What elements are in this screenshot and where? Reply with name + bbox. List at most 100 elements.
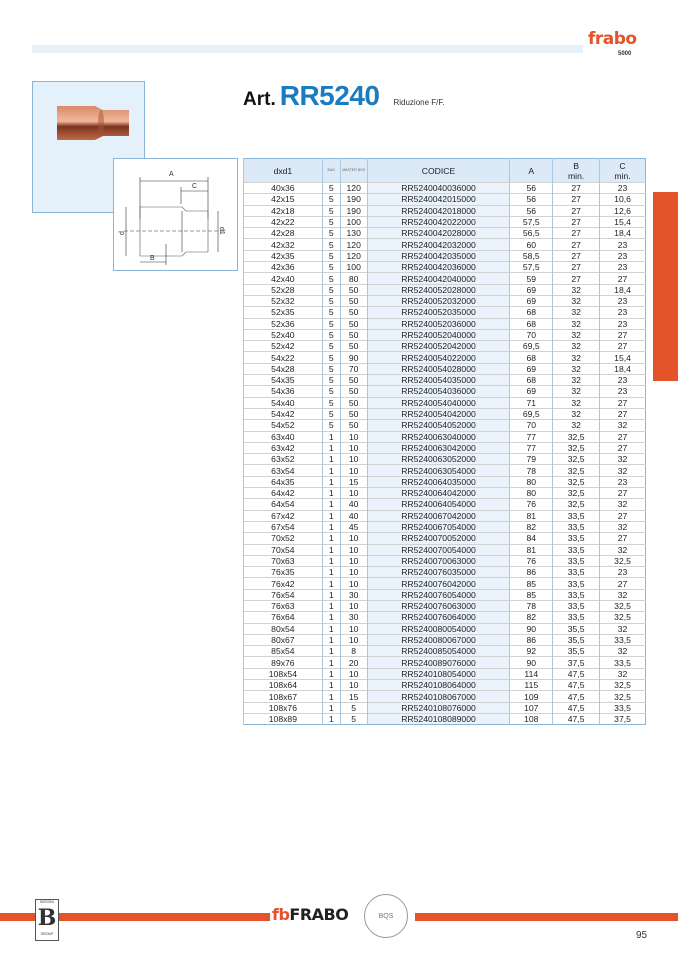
cell-c-min: 23 — [599, 475, 646, 488]
cell-a: 69 — [509, 283, 553, 296]
cell-size: 54x36 — [243, 385, 323, 398]
cell-master-box: 120 — [339, 181, 368, 194]
header-a: A — [509, 158, 553, 183]
cell-size: 42x15 — [243, 193, 323, 206]
cell-b-min: 32 — [552, 317, 600, 330]
cell-master-box: 10 — [339, 453, 368, 465]
cell-size: 63x52 — [243, 453, 323, 465]
cell-master-box: 70 — [339, 362, 368, 375]
cell-c-min: 32,5 — [599, 679, 646, 691]
cell-b-min: 32,5 — [552, 498, 600, 511]
cell-size: 108x64 — [243, 679, 323, 691]
cell-c-min: 27 — [599, 340, 646, 352]
cell-bag: 5 — [321, 238, 341, 251]
cell-master-box: 50 — [339, 374, 368, 386]
cell-b-min: 27 — [552, 249, 600, 262]
cell-b-min: 32 — [552, 419, 600, 432]
cell-master-box: 10 — [339, 599, 368, 612]
cell-master-box: 130 — [339, 227, 368, 239]
cell-master-box: 50 — [339, 396, 368, 409]
cell-codice: RR5240108089000 — [366, 712, 510, 725]
cell-b-min: 32 — [552, 294, 600, 307]
cell-bag: 1 — [321, 532, 341, 544]
cell-c-min: 27 — [599, 407, 646, 420]
cell-a: 109 — [509, 690, 553, 703]
cell-codice: RR5240042018000 — [366, 204, 510, 217]
cell-c-min: 27 — [599, 441, 646, 454]
cell-master-box: 15 — [339, 690, 368, 703]
label-c: C — [192, 183, 197, 190]
cell-bag: 1 — [321, 679, 341, 691]
label-d: d — [119, 231, 126, 235]
cell-bag: 1 — [321, 577, 341, 590]
cell-master-box: 190 — [339, 204, 368, 217]
cell-master-box: 100 — [339, 261, 368, 273]
cell-codice: RR5240108067000 — [366, 690, 510, 703]
cell-codice: RR5240042035000 — [366, 249, 510, 262]
cell-bag: 1 — [321, 509, 341, 522]
cell-master-box: 5 — [339, 701, 368, 714]
cell-b-min: 47,5 — [552, 690, 600, 703]
cell-c-min: 18,4 — [599, 362, 646, 375]
cell-codice: RR5240052036000 — [366, 317, 510, 330]
header-bar — [32, 45, 583, 53]
cell-size: 54x42 — [243, 407, 323, 420]
cell-c-min: 18,4 — [599, 283, 646, 296]
cell-bag: 1 — [321, 543, 341, 556]
cell-codice: RR5240042015000 — [366, 193, 510, 206]
header-b-label: B — [573, 160, 580, 171]
cell-c-min: 32 — [599, 498, 646, 511]
cell-a: 90 — [509, 656, 553, 669]
cell-size: 64x42 — [243, 487, 323, 499]
header-bag: BAG — [321, 158, 341, 183]
cell-a: 90 — [509, 622, 553, 635]
cell-bag: 5 — [321, 385, 341, 398]
cell-b-min: 33,5 — [552, 566, 600, 578]
cell-codice: RR5240070054000 — [366, 543, 510, 556]
cell-bag: 1 — [321, 611, 341, 624]
cell-c-min: 23 — [599, 385, 646, 398]
frabo-logo: fbFRABO — [272, 906, 349, 924]
cell-codice: RR5240076035000 — [366, 566, 510, 578]
cell-a: 86 — [509, 633, 553, 646]
cell-codice: RR5240108076000 — [366, 701, 510, 714]
cell-master-box: 10 — [339, 566, 368, 578]
cell-codice: RR5240070052000 — [366, 532, 510, 544]
cell-size: 42x18 — [243, 204, 323, 217]
article-prefix: Art. — [243, 89, 276, 110]
cell-c-min: 32 — [599, 520, 646, 533]
cell-size: 70x52 — [243, 532, 323, 544]
cell-codice: RR5240108064000 — [366, 679, 510, 691]
cell-c-min: 32 — [599, 419, 646, 432]
cell-codice: RR5240042032000 — [366, 238, 510, 251]
cell-a: 56 — [509, 181, 553, 194]
cell-size: 76x42 — [243, 577, 323, 590]
cell-bag: 1 — [321, 441, 341, 454]
cell-c-min: 32,5 — [599, 554, 646, 567]
cell-b-min: 33,5 — [552, 532, 600, 544]
cell-b-min: 33,5 — [552, 577, 600, 590]
cell-bag: 1 — [321, 656, 341, 669]
cell-bag: 1 — [321, 599, 341, 612]
cell-bag: 5 — [321, 272, 341, 285]
cell-b-min: 32 — [552, 396, 600, 409]
cell-master-box: 50 — [339, 340, 368, 352]
cell-bag: 1 — [321, 554, 341, 567]
cell-b-min: 27 — [552, 215, 600, 228]
cell-b-min: 32 — [552, 340, 600, 352]
